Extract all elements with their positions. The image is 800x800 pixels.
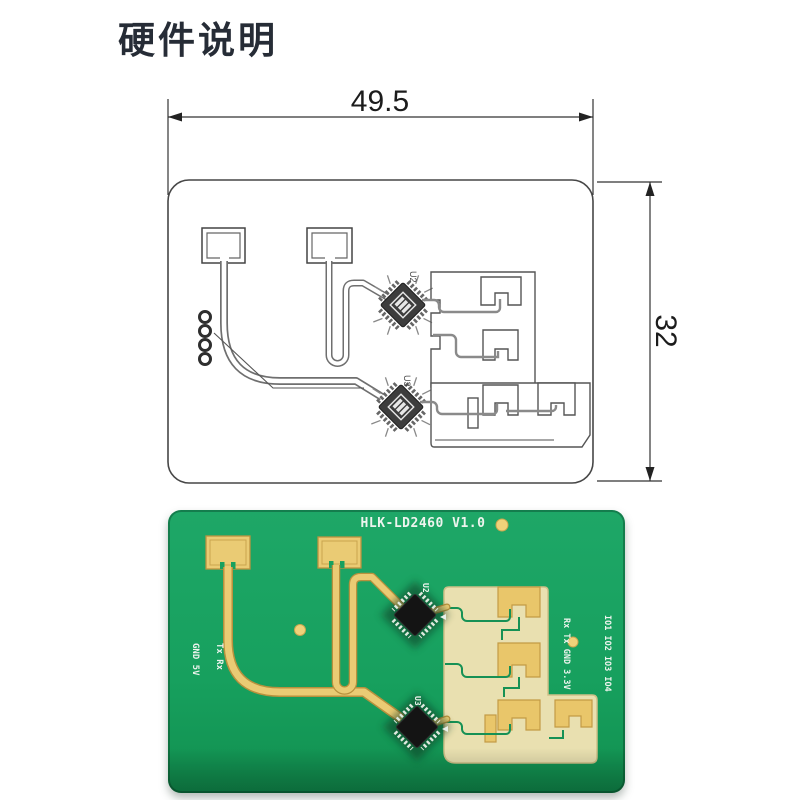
pcb-photo: U2 U3 HLK-LD2460 V1.0 GND 5V Tx Rx Rx Tx… [168, 510, 625, 793]
rx-antenna-group-bottom [420, 382, 591, 448]
silkscreen-tx-rx: Tx Rx [214, 643, 224, 671]
dimension-diagram: 49.5 32 [158, 85, 688, 505]
photo-bottom-shade [168, 748, 625, 793]
silkscreen-io1-io4: IO1 IO2 IO3 IO4 [602, 615, 612, 692]
page-title: 硬件说明 [118, 19, 278, 62]
tx-pad-1 [205, 535, 251, 570]
rx-stub [484, 714, 497, 743]
trace-pad2 [325, 261, 389, 367]
chip-top-pin1-mark [440, 614, 446, 620]
rx-ground-region [443, 586, 598, 764]
chip-top-refdes: U2 [408, 271, 418, 283]
silkscreen-rx-tx-gnd-33v: Rx Tx GND 3.3V [561, 618, 571, 690]
radar-chip-bottom [371, 377, 431, 437]
rx-patch-1 [497, 586, 541, 618]
rx-patch-4 [554, 699, 593, 728]
trace-pad1 [213, 261, 385, 401]
pcb-chip-top-refdes: U2 [421, 583, 430, 593]
silkscreen-gnd-5v: GND 5V [190, 643, 200, 676]
tx-trace-1 [223, 567, 405, 724]
width-dimension: 49.5 [167, 85, 594, 195]
height-dimension: 32 [597, 181, 682, 482]
gold-vias [294, 518, 579, 648]
pcb-chip-bottom-refdes: U3 [413, 696, 422, 706]
rx-antenna-group-top [422, 271, 536, 388]
silkscreen-title: HLK-LD2460 V1.0 [361, 516, 486, 531]
tx-trace-2 [331, 565, 406, 695]
tx-antenna-pad-2 [306, 227, 353, 264]
width-dimension-label: 49.5 [351, 85, 409, 118]
chip-bottom-pin1-mark [442, 726, 448, 732]
tx-antenna-pad-1 [201, 227, 246, 264]
height-dimension-label: 32 [649, 314, 682, 347]
rx-patch-3 [497, 699, 541, 731]
chip-bottom-refdes: U3 [402, 375, 412, 387]
photo-edge [168, 510, 625, 793]
dimension-diagram-svg: 49.5 32 [167, 85, 682, 484]
pcb-photo-svg: U2 U3 HLK-LD2460 V1.0 GND 5V Tx Rx Rx Tx… [168, 510, 625, 793]
radar-chip-top [373, 275, 433, 335]
tx-pad-2 [317, 536, 362, 569]
connector-holes [198, 310, 212, 366]
